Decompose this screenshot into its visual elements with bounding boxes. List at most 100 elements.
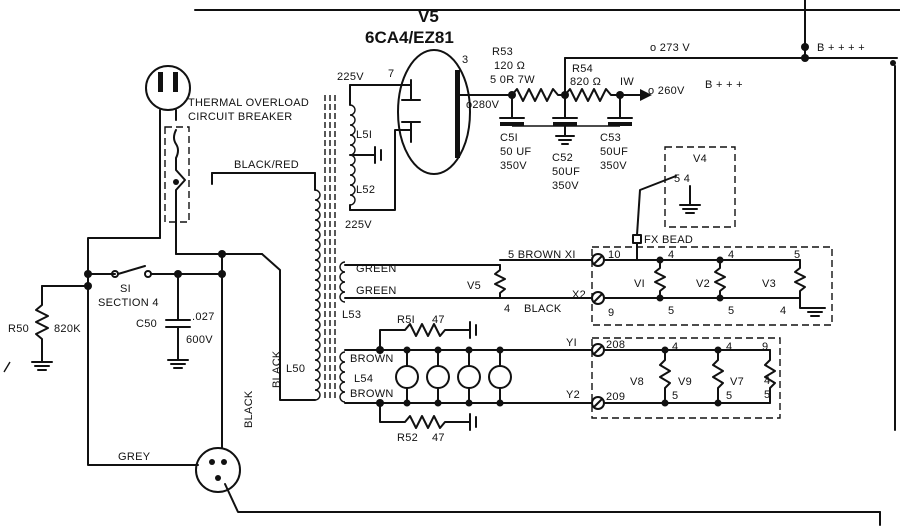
v4-label: V4 [693, 153, 707, 165]
terminal-10: 10 [608, 249, 621, 261]
v5-pin7: 7 [388, 68, 394, 80]
label-black-x2: BLACK [524, 303, 562, 315]
grey-label: GREY [118, 451, 151, 463]
primary-wiring: BLACK/RED SI SECTION 4 C50 .027 600V [8, 159, 881, 526]
margin-mark [3, 361, 11, 373]
r50-value: 820K [54, 323, 81, 335]
terminal-208: 208 [606, 339, 625, 351]
label-green-1: GREEN [356, 263, 397, 275]
pin2-4a: 4 [672, 341, 678, 353]
pin2-5a: 5 [672, 390, 678, 402]
thermal-label-2: CIRCUIT BREAKER [188, 111, 293, 123]
c51-value: 50 UF [500, 146, 531, 158]
r51-value: 47 [432, 314, 445, 326]
black-vertical-1: BLACK [271, 350, 283, 388]
label-l53: L53 [342, 309, 361, 321]
label-green-2: GREEN [356, 285, 397, 297]
c53-rating: 350V [600, 160, 627, 172]
thermal-breaker: THERMAL OVERLOAD CIRCUIT BREAKER [145, 65, 309, 255]
r52-name: R52 [397, 432, 418, 444]
terminal-209: 209 [606, 391, 625, 403]
tube-v1: VI [634, 278, 645, 290]
c53-name: C53 [600, 132, 621, 144]
label-y1: YI [566, 337, 577, 349]
r53-rating: 5 0R 7W [490, 74, 535, 86]
r54-name: R54 [572, 63, 593, 75]
v5-name: V5 [418, 7, 439, 26]
filter-network: o280V R53 120 Ω 5 0R 7W R54 820 Ω IW C5I… [459, 46, 652, 192]
c52-name: C52 [552, 152, 573, 164]
r52-value: 47 [432, 432, 445, 444]
c52-rating: 350V [552, 180, 579, 192]
label-273v: o 273 V [650, 42, 690, 54]
hv-secondary-winding: 225V 225V L5I L52 [337, 71, 412, 231]
r51-name: R5I [397, 314, 415, 326]
label-v5-mid: V5 [467, 280, 481, 292]
c50-rating: 600V [186, 334, 213, 346]
tube-v2: V2 [696, 278, 710, 290]
l50-primary: L50 [286, 189, 321, 401]
pin-4a: 4 [668, 249, 674, 261]
pin2-5b: 5 [726, 390, 732, 402]
tube-v8: V8 [630, 376, 644, 388]
fx-bead-label: FX BEAD [644, 234, 693, 246]
pin2-4c: 4 [764, 375, 770, 387]
pin2-9: 9 [762, 341, 768, 353]
label-l51: L5I [356, 129, 372, 141]
label-brown-x1: 5 BROWN XI [508, 249, 576, 261]
label-y2: Y2 [566, 389, 580, 401]
r53-value: 120 Ω [494, 60, 525, 72]
v5-pin3: 3 [462, 54, 468, 66]
label-225v-bottom: 225V [345, 219, 372, 231]
thermal-label-1: THERMAL OVERLOAD [188, 97, 309, 109]
l53-heater-winding: GREEN GREEN L53 V5 5 BROWN XI BLACK 4 X2 [339, 249, 593, 321]
c52-value: 50UF [552, 166, 580, 178]
label-brown-2: BROWN [350, 388, 394, 400]
top-rail-wiring [194, 0, 900, 431]
terminal-strip-1: 10 9 VI V2 V3 4 4 5 5 5 4 [591, 246, 833, 326]
c53-value: 50UF [600, 146, 628, 158]
tube-v9: V9 [678, 376, 692, 388]
pin-5b: 5 [668, 305, 674, 317]
label-black-red: BLACK/RED [234, 159, 299, 171]
c51-name: C5I [500, 132, 518, 144]
black-vertical-2: BLACK [243, 390, 255, 428]
b-plus-rails: o 273 V B + + + + o 260V B + + + [648, 42, 865, 97]
label-l52: L52 [356, 184, 375, 196]
label-bplus4: B + + + + [817, 42, 865, 54]
v5-rectifier-tube: V5 6CA4/EZ81 7 3 [365, 7, 471, 175]
label-280v: o280V [466, 99, 500, 111]
pin-5c: 5 [728, 305, 734, 317]
label-260v: o 260V [648, 85, 685, 97]
c50-name: C50 [136, 318, 157, 330]
v4-box: V4 5 4 FX BEAD [632, 146, 736, 261]
section4-label: SECTION 4 [98, 297, 159, 309]
tube-v7: V7 [730, 376, 744, 388]
transformer-core [324, 95, 336, 400]
label-bplus3: B + + + [705, 79, 743, 91]
label-l50: L50 [286, 363, 305, 375]
c50-value: .027 [192, 311, 215, 323]
c51-rating: 350V [500, 160, 527, 172]
label-brown-1: BROWN [350, 353, 394, 365]
label-pin4-x2: 4 [504, 303, 510, 315]
l54-lamp-bank: BROWN L54 BROWN R5I 47 R52 47 [339, 314, 593, 444]
pin2-5c: 5 [764, 389, 770, 401]
s1-label: SI [120, 283, 131, 295]
label-l54: L54 [354, 373, 373, 385]
pin2-4b: 4 [726, 341, 732, 353]
terminal-strip-2: 208 209 V8 V9 V7 4 4 9 5 5 4 5 [591, 337, 781, 419]
r53-name: R53 [492, 46, 513, 58]
r54-rating: IW [620, 76, 634, 88]
label-x2: X2 [572, 289, 586, 301]
pin-4b: 4 [728, 249, 734, 261]
v4-pins: 5 4 [674, 173, 690, 185]
r54-value: 820 Ω [570, 76, 601, 88]
tube-v3: V3 [762, 278, 776, 290]
pin-5a: 5 [794, 249, 800, 261]
terminal-9: 9 [608, 307, 614, 319]
pin-4c: 4 [780, 305, 786, 317]
label-225v-top: 225V [337, 71, 364, 83]
v5-type: 6CA4/EZ81 [365, 28, 454, 47]
